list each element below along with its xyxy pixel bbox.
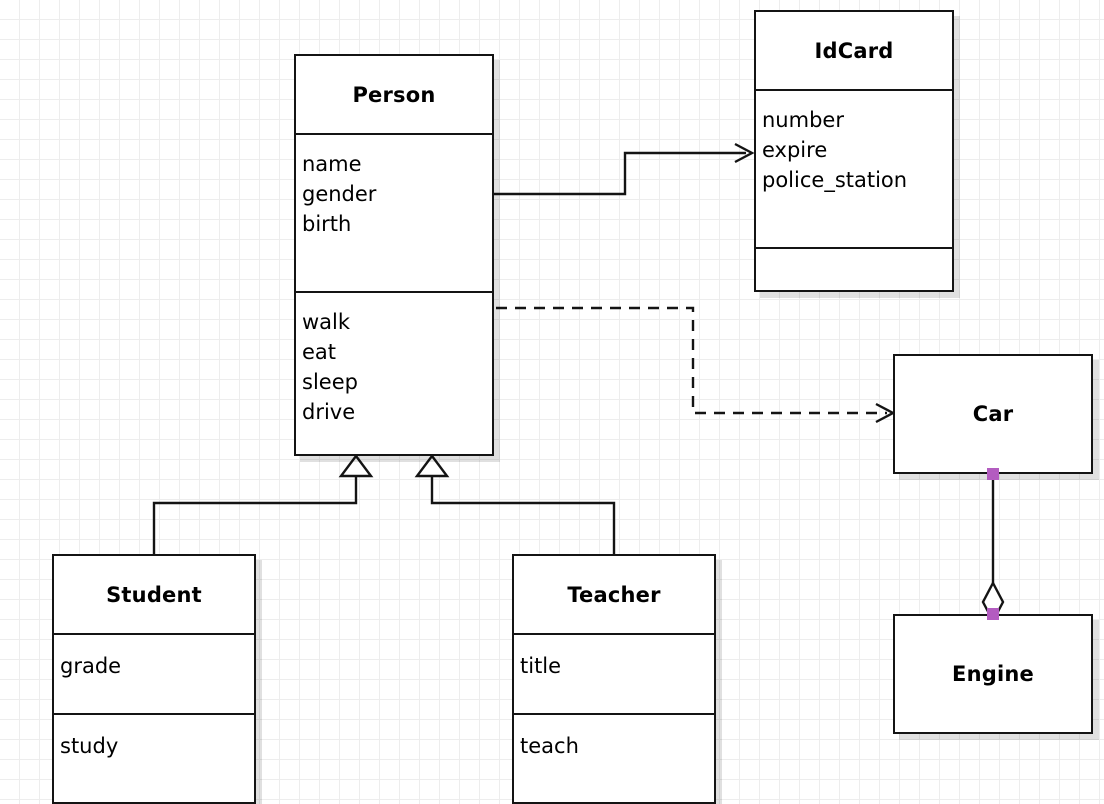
method-item: eat: [302, 340, 337, 364]
method-item: drive: [302, 400, 356, 424]
attribute-item: number: [762, 108, 844, 132]
attributes-idcard: number expire police_station: [756, 89, 952, 247]
class-title-student: Student: [106, 582, 202, 607]
attributes-student: grade: [54, 633, 254, 713]
class-title-teacher: Teacher: [567, 582, 661, 607]
connector-handle-car-bottom[interactable]: [987, 468, 999, 480]
methods-person: walk eat sleep drive: [296, 291, 492, 454]
uml-class-student[interactable]: Student grade study: [52, 554, 256, 804]
open-arrowhead-icon: [734, 142, 755, 164]
edge-student-person[interactable]: [152, 454, 374, 554]
uml-class-car[interactable]: Car: [893, 354, 1093, 474]
methods-idcard: [756, 247, 952, 290]
methods-student: study: [54, 713, 254, 802]
attributes-teacher: title: [514, 633, 714, 713]
uml-class-teacher[interactable]: Teacher title teach: [512, 554, 716, 804]
attribute-item: expire: [762, 138, 828, 162]
attribute-item: birth: [302, 212, 352, 236]
class-title-car: Car: [972, 402, 1014, 426]
method-item: sleep: [302, 370, 358, 394]
class-title-engine: Engine: [952, 662, 1034, 686]
edge-person-idcard[interactable]: [494, 142, 755, 196]
class-title-idcard: IdCard: [814, 38, 894, 63]
attributes-person: name gender birth: [296, 133, 492, 291]
attribute-item: grade: [60, 654, 122, 678]
attribute-item: gender: [302, 182, 377, 206]
attribute-item: name: [302, 152, 362, 176]
attribute-item: police_station: [762, 168, 908, 192]
method-item: walk: [302, 310, 351, 334]
method-item: study: [60, 734, 119, 758]
class-title-person: Person: [352, 82, 436, 107]
connector-handle-engine-top[interactable]: [987, 608, 999, 620]
uml-class-person[interactable]: Person name gender birth walk eat sleep …: [294, 54, 494, 456]
methods-teacher: teach: [514, 713, 714, 802]
method-item: teach: [520, 734, 579, 758]
edge-car-engine[interactable]: [981, 474, 1005, 624]
attribute-item: title: [520, 654, 562, 678]
hollow-triangle-arrowhead-icon: [338, 454, 374, 478]
open-arrowhead-icon: [875, 402, 896, 424]
edge-teacher-person[interactable]: [414, 454, 616, 554]
edge-person-car[interactable]: [496, 306, 896, 424]
hollow-triangle-arrowhead-icon: [414, 454, 450, 478]
uml-class-idcard[interactable]: IdCard number expire police_station: [754, 10, 954, 292]
uml-class-engine[interactable]: Engine: [893, 614, 1093, 734]
